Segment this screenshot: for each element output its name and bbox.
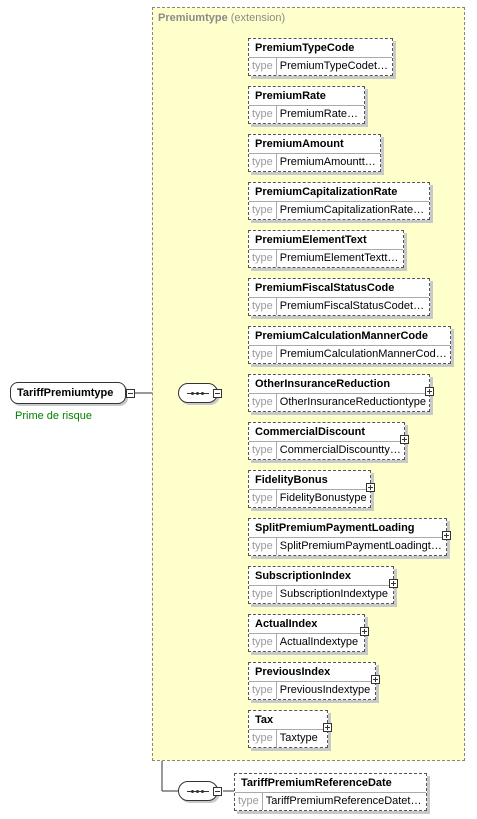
element-name: PremiumTypeCode <box>255 42 355 54</box>
sequence-compositor-icon-2 <box>178 781 218 801</box>
expand-plus-icon[interactable] <box>400 435 409 444</box>
element-name: PremiumCapitalizationRate <box>255 186 398 198</box>
element-name: OtherInsuranceReduction <box>255 378 391 390</box>
type-value: PremiumRatetype <box>279 108 364 120</box>
type-value: OtherInsuranceReductiontype <box>279 396 426 408</box>
type-key: type <box>249 682 277 699</box>
element-name: PremiumElementText <box>255 234 367 246</box>
type-value: PremiumTypeCodetype <box>279 60 392 72</box>
element-name: PreviousIndex <box>255 666 331 678</box>
type-value: ActualIndextype <box>279 636 359 648</box>
type-key: type <box>249 202 277 219</box>
type-key: type <box>249 538 277 555</box>
element-name: CommercialDiscount <box>255 426 366 438</box>
type-value: CommercialDiscounttype <box>279 444 403 456</box>
type-key: type <box>249 586 277 603</box>
type-key: type <box>249 58 277 75</box>
expand-plus-icon[interactable] <box>425 387 434 396</box>
type-value: SplitPremiumPaymentLoadingtype <box>279 540 446 552</box>
type-key: type <box>235 793 263 810</box>
type-key: type <box>249 298 277 315</box>
type-key: type <box>249 394 277 411</box>
element-name: PremiumCalculationMannerCode <box>255 330 428 342</box>
expand-plus-icon[interactable] <box>323 723 332 732</box>
type-key: type <box>249 490 277 507</box>
sequence-collapse-icon[interactable] <box>213 389 222 398</box>
type-value: PremiumAmounttype <box>279 156 380 168</box>
element-name: ActualIndex <box>255 618 318 630</box>
expand-plus-icon[interactable] <box>371 675 380 684</box>
element-name: Tax <box>255 714 274 726</box>
type-value: FidelityBonustype <box>279 492 367 504</box>
sequence-compositor-icon <box>178 383 218 403</box>
element-name: FidelityBonus <box>255 474 328 486</box>
type-value: PremiumElementTexttype <box>279 252 403 264</box>
root-collapse-icon[interactable] <box>126 389 135 398</box>
element-name: PremiumFiscalStatusCode <box>255 282 395 294</box>
type-value: TariffPremiumReferenceDatetype <box>265 795 426 807</box>
element-name: SplitPremiumPaymentLoading <box>255 522 415 534</box>
type-key: type <box>249 634 277 651</box>
type-value: PremiumCalculationMannerCodet... <box>279 348 450 360</box>
type-value: SubscriptionIndextype <box>279 588 389 600</box>
type-value: PreviousIndextype <box>279 684 371 696</box>
expand-plus-icon[interactable] <box>442 531 451 540</box>
extension-title: Premiumtype (extension) <box>158 12 286 24</box>
type-key: type <box>249 250 277 267</box>
expand-plus-icon[interactable] <box>366 483 375 492</box>
type-value: Taxtype <box>279 732 318 744</box>
type-key: type <box>249 106 277 123</box>
type-key: type <box>249 346 277 363</box>
type-value: PremiumCapitalizationRatetype <box>279 204 429 216</box>
element-name: PremiumAmount <box>255 138 344 150</box>
type-key: type <box>249 730 277 747</box>
element-name: TariffPremiumReferenceDate <box>241 777 392 789</box>
element-name: SubscriptionIndex <box>255 570 351 582</box>
expand-plus-icon[interactable] <box>389 579 398 588</box>
root-element-tariff-premium-type[interactable]: TariffPremiumtype <box>10 382 126 404</box>
element-name: PremiumRate <box>255 90 326 102</box>
type-value: PremiumFiscalStatusCodetype <box>279 300 429 312</box>
root-documentation: Prime de risque <box>15 410 93 422</box>
expand-plus-icon[interactable] <box>360 627 369 636</box>
sequence-collapse-icon-2[interactable] <box>213 787 222 796</box>
type-key: type <box>249 442 277 459</box>
type-key: type <box>249 154 277 171</box>
